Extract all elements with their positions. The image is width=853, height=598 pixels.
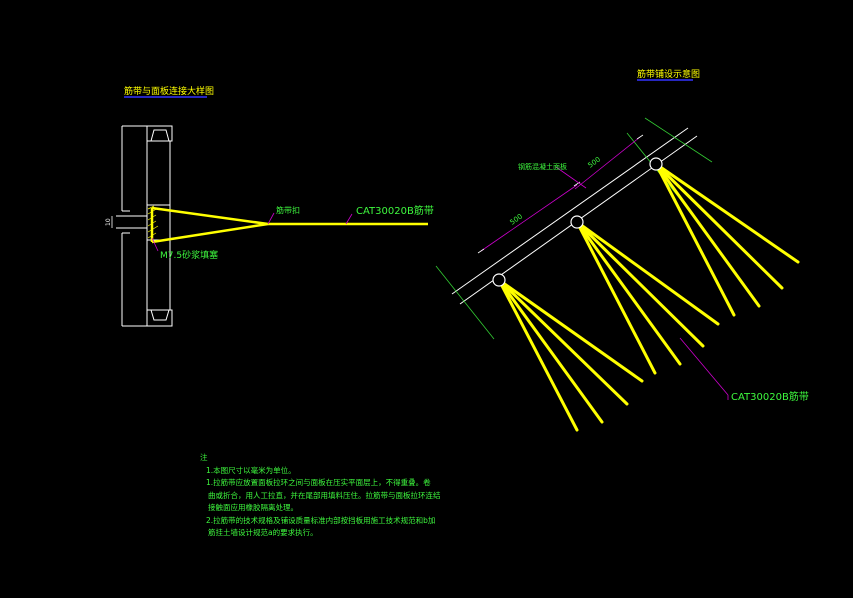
right-schematic-drawing: 筋带铺设示意图 500 500 钢筋混凝土面板	[435, 68, 809, 432]
note-line-6: 筋挂土墙设计规范a的要求执行。	[208, 528, 318, 537]
extension-lines	[435, 117, 713, 340]
strap-leader-right	[679, 337, 729, 396]
left-detail-drawing: 筋带与面板连接大样图	[105, 85, 434, 327]
anchor-rings	[492, 157, 663, 287]
panel-leader	[555, 166, 587, 189]
note-line-2: 1.拉筋带应放置面板拉环之间与面板在压实平面层上，不得重叠。卷	[206, 478, 431, 487]
right-title: 筋带铺设示意图	[637, 68, 700, 80]
strap-fan-2	[575, 220, 720, 375]
note-line-4: 接触面应用橡胶隔离处理。	[208, 503, 298, 512]
joint-dimension-value: 10	[105, 218, 112, 226]
dimension-upper-value: 500	[587, 155, 603, 169]
dimension-lines	[477, 134, 644, 254]
strap-fan-1	[497, 278, 644, 432]
strap-label-left: CAT30020B筋带	[356, 204, 434, 217]
concrete-panel	[116, 125, 173, 327]
ring-label: 筋带扣	[276, 205, 300, 215]
left-title: 筋带与面板连接大样图	[124, 85, 214, 97]
joint-dimension: 10	[105, 216, 113, 228]
notes-block: 注 1.本图尺寸以毫米为单位。 1.拉筋带应放置面板拉环之间与面板在压实平面层上…	[200, 452, 460, 540]
mortar-label: M7.5砂浆填塞	[160, 249, 218, 261]
strap-fan-3	[654, 162, 800, 317]
dimension-lower-value: 500	[509, 212, 525, 226]
ring-leader	[267, 212, 275, 225]
strap-label-right: CAT30020B筋带	[731, 390, 809, 403]
note-line-5: 2.拉筋带的技术规格及铺设质量标准内部按挡板用施工技术规范和b加	[206, 515, 436, 525]
note-line-3: 曲或折合，用人工拉直，并在尾部用填料压住。拉筋带与面板拉环连结	[208, 490, 441, 500]
note-line-1: 1.本图尺寸以毫米为单位。	[206, 465, 296, 475]
strap-leader-left	[345, 213, 353, 225]
mortar-leader	[151, 237, 159, 252]
panel-label: 钢筋混凝土面板	[518, 162, 567, 171]
notes-heading: 注	[200, 453, 208, 462]
